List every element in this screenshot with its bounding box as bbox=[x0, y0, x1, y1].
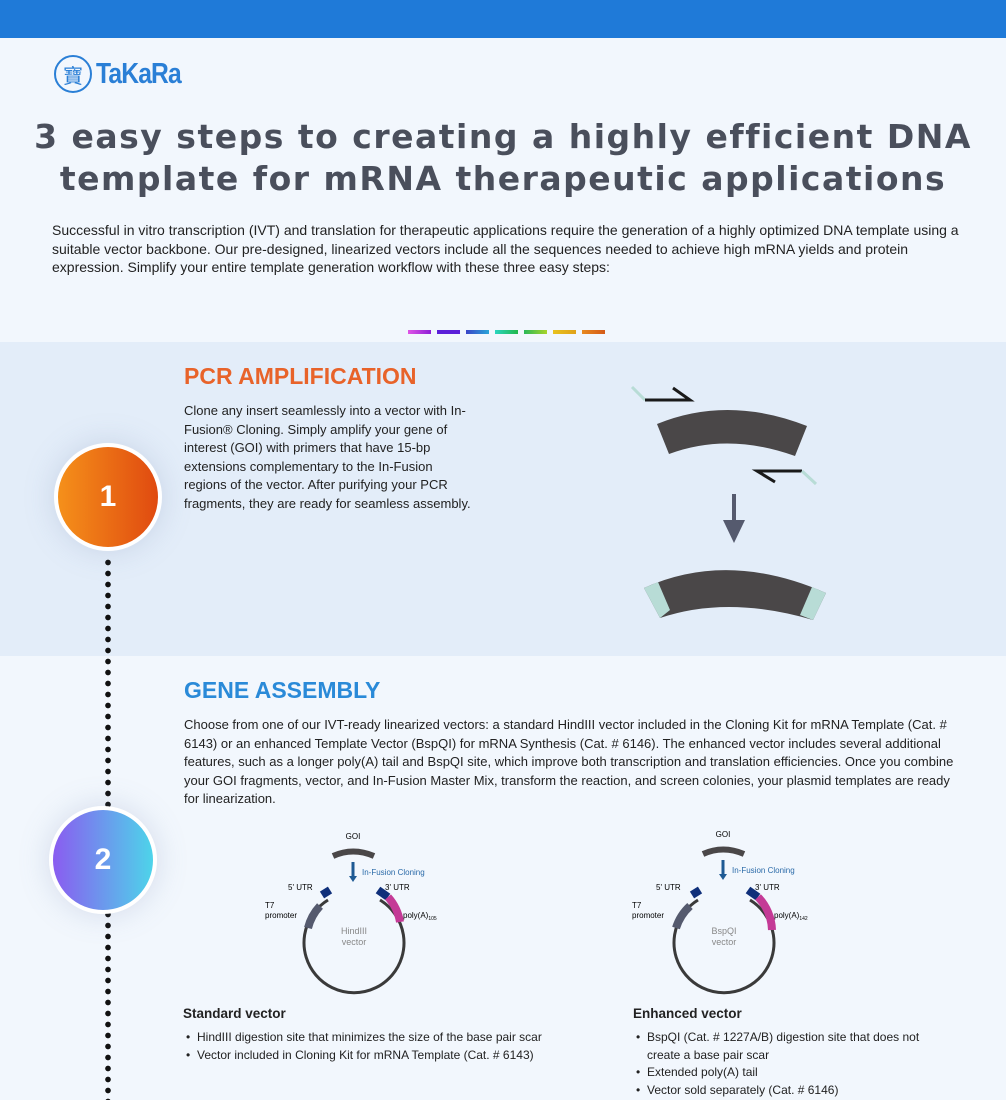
vector-name: HindIII bbox=[341, 926, 367, 936]
pcr-diagram bbox=[630, 385, 826, 620]
takara-logo: 寶 TaKaRa bbox=[54, 55, 196, 93]
step2-text: Choose from one of our IVT-ready lineari… bbox=[184, 717, 954, 806]
list-item: BspQI (Cat. # 1227A/B) digestion site th… bbox=[634, 1029, 954, 1064]
cloning-label: In-Fusion Cloning bbox=[732, 866, 795, 875]
list-item: Extended poly(A) tail bbox=[634, 1064, 954, 1082]
color-divider bbox=[408, 330, 605, 334]
polya-length: 105 bbox=[428, 916, 437, 922]
utr3-label: 3' UTR bbox=[385, 883, 410, 892]
promoter-label: promoter bbox=[265, 911, 297, 920]
list-item: HindIII digestion site that minimizes th… bbox=[184, 1029, 604, 1047]
list-item: Vector sold separately (Cat. # 6146) bbox=[634, 1082, 954, 1100]
polya-length: 142 bbox=[799, 916, 808, 922]
vector-name: BspQI bbox=[711, 926, 736, 936]
cloning-label: In-Fusion Cloning bbox=[362, 868, 425, 877]
title-line-2: template for mRNA therapeutic applicatio… bbox=[59, 159, 947, 198]
vector-label: vector bbox=[342, 937, 367, 947]
polya-text: poly(A) bbox=[774, 911, 800, 920]
step2-badge: 2 bbox=[49, 806, 157, 914]
promoter-label: promoter bbox=[632, 911, 664, 920]
page-title: 3 easy steps to creating a highly effici… bbox=[0, 116, 1006, 200]
utr5-label: 5' UTR bbox=[288, 883, 313, 892]
top-banner bbox=[0, 0, 1006, 38]
step1-section bbox=[0, 342, 1006, 656]
title-line-1: 3 easy steps to creating a highly effici… bbox=[34, 117, 972, 156]
goi-label: GOI bbox=[346, 832, 361, 841]
utr5-label: 5' UTR bbox=[656, 883, 681, 892]
polya-label: poly(A)105 bbox=[403, 911, 437, 922]
list-item: Vector included in Cloning Kit for mRNA … bbox=[184, 1047, 604, 1065]
goi-label: GOI bbox=[716, 830, 731, 839]
takara-seal-icon: 寶 bbox=[54, 55, 92, 93]
step1-text: Clone any insert seamlessly into a vecto… bbox=[184, 403, 471, 511]
standard-vector-title: Standard vector bbox=[183, 1006, 286, 1021]
hindiii-vector-diagram: GOI In-Fusion Cloning 5' UTR 3' UTR T7 p… bbox=[265, 832, 437, 995]
standard-vector-bullets: HindIII digestion site that minimizes th… bbox=[184, 1029, 604, 1064]
step1-heading: PCR AMPLIFICATION bbox=[184, 363, 417, 389]
enhanced-vector-bullets: BspQI (Cat. # 1227A/B) digestion site th… bbox=[634, 1029, 954, 1099]
logo-text: TaKaRa bbox=[96, 57, 182, 90]
intro-paragraph: Successful in vitro transcription (IVT) … bbox=[52, 222, 959, 275]
step1-badge: 1 bbox=[54, 443, 162, 551]
vector-label: vector bbox=[712, 937, 737, 947]
t7-label: T7 bbox=[632, 901, 642, 910]
step2-heading: GENE ASSEMBLY bbox=[184, 677, 381, 703]
polya-label: poly(A)142 bbox=[774, 911, 808, 922]
utr3-label: 3' UTR bbox=[755, 883, 780, 892]
t7-label: T7 bbox=[265, 901, 275, 910]
bspqi-vector-diagram: GOI In-Fusion Cloning 5' UTR 3' UTR T7 p… bbox=[632, 830, 808, 995]
enhanced-vector-title: Enhanced vector bbox=[633, 1006, 742, 1021]
polya-text: poly(A) bbox=[403, 911, 429, 920]
